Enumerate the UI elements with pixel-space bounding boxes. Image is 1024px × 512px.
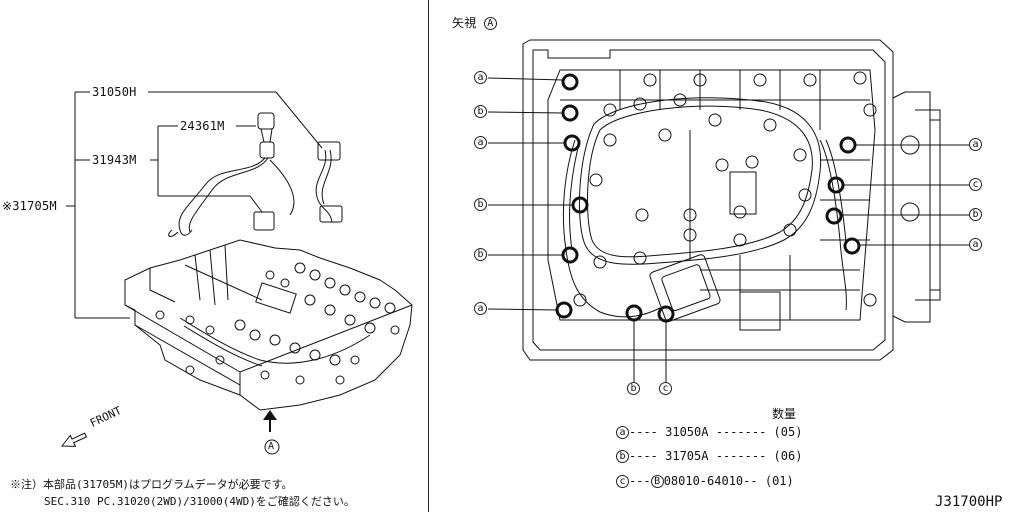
legend-row: b---- 31705A ------- (06) [616, 449, 802, 463]
callout-right-4: a [969, 238, 982, 251]
view-title-text: 矢視 [452, 16, 477, 30]
callout-left-1: a [474, 71, 487, 84]
valve-body-isometric-drawing [60, 91, 413, 455]
callout-left-3: a [474, 136, 487, 149]
bolt-prefix-mark: B [650, 475, 664, 488]
callout-left-4: b [474, 198, 487, 211]
program-data-note: ※注）本部品(31705M)はプログラムデータが必要です。 [10, 478, 293, 491]
section-reference-note: SEC.310 PC.31020(2WD)/31000(4WD)をご確認ください… [44, 495, 355, 508]
callout-bottom-1: b [627, 382, 640, 395]
callout-right-3: b [969, 208, 982, 221]
callout-left-5: b [474, 248, 487, 261]
view-title: 矢視 A [452, 14, 497, 31]
part-label-31705m: ※31705M [2, 199, 57, 213]
callout-left-6: a [474, 302, 487, 315]
legend-part-number: 31705A [665, 449, 709, 463]
view-a-marker: A [268, 441, 275, 452]
view-title-marker: A [483, 17, 497, 30]
callout-right-2: c [969, 178, 982, 191]
legend-mark: c [616, 475, 629, 488]
legend-quantity: (06) [773, 449, 803, 463]
callout-left-2: b [474, 105, 487, 118]
legend-part-number: 08010-64010 [663, 474, 744, 488]
legend-mark: b [616, 450, 629, 463]
diagram-code: J31700HP [935, 494, 1003, 510]
legend-quantity: (05) [773, 425, 803, 439]
part-label-24361m: 24361M [180, 119, 225, 133]
legend-row: a---- 31050A ------- (05) [616, 425, 802, 439]
legend-mark: a [616, 426, 629, 439]
quantity-header: 数量 [772, 407, 797, 421]
panel-divider [428, 0, 429, 512]
part-label-31050h: 31050H [92, 85, 137, 99]
part-label-31943m: 31943M [92, 153, 137, 167]
callout-right-1: a [969, 138, 982, 151]
legend-part-number: 31050A [665, 425, 709, 439]
callout-bottom-2: c [659, 382, 672, 395]
legend-quantity: (01) [764, 474, 794, 488]
